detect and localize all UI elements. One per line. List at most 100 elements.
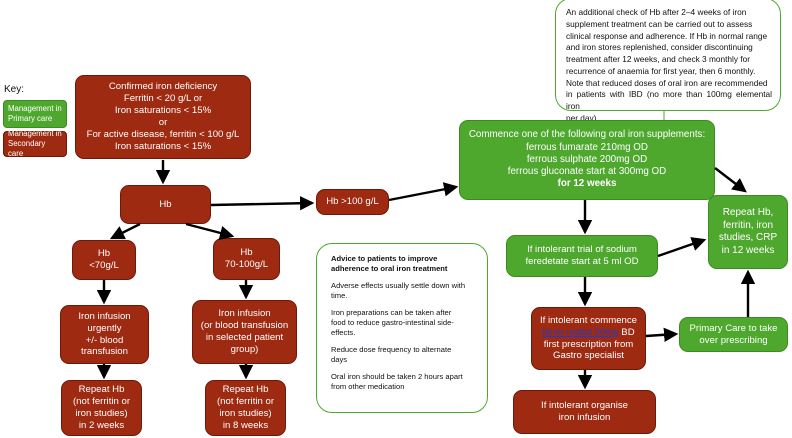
hb-mid-line: 70-100g/L xyxy=(224,259,269,270)
selected-line: in selected patient xyxy=(205,332,284,343)
takeover-line: over prescribing xyxy=(699,334,768,346)
commence-line: ferrous fumarate 210mg OD xyxy=(526,141,648,153)
organise-line: iron infusion xyxy=(558,412,611,423)
primary-care-takeover-box: Primary Care to take over prescribing xyxy=(679,317,788,352)
confirmed-line: Confirmed iron deficiency xyxy=(108,81,218,93)
selected-line: (or blood transfusion xyxy=(200,320,289,332)
commence-duration: for 12 weeks xyxy=(557,178,617,190)
urgent-line: urgently xyxy=(87,322,122,334)
patient-advice-note: Advice to patients to improve adherence … xyxy=(316,243,488,413)
advice-item: days xyxy=(331,355,348,365)
ferric-line: ferric maltol 30mg BD xyxy=(542,327,634,339)
repeat2-line: Repeat Hb xyxy=(78,384,125,396)
repeat-full-line: ferritin, iron xyxy=(722,219,773,231)
repeat8-line: Repeat Hb xyxy=(222,384,269,396)
key-primary-line: Primary care xyxy=(8,114,53,123)
ferric-line: first prescription from xyxy=(543,338,634,350)
advice-item: time. xyxy=(331,291,348,301)
repeat-full-line: Repeat Hb, xyxy=(722,207,774,218)
note-line: An additional check of Hb after 2–4 week… xyxy=(566,7,747,17)
advice-title: Advice to patients to improve xyxy=(331,254,438,263)
confirmed-line: Ferritin < 20 g/L or xyxy=(123,93,203,105)
note-line: per day). xyxy=(566,113,599,124)
key-secondary-line: Secondary care xyxy=(8,138,46,159)
commence-line: ferrous gluconate start at 300mg OD xyxy=(507,166,667,178)
repeat2-line: iron studies) xyxy=(75,408,128,419)
repeat2-line: in 2 weeks xyxy=(78,419,125,431)
urgent-line: transfusion xyxy=(81,346,128,358)
note-line: treatment after 12 weeks, and check 3 mo… xyxy=(566,54,751,65)
hb-over-100-box: Hb >100 g/L xyxy=(316,189,389,215)
ferric-dose-suffix: BD xyxy=(618,326,635,338)
arrow-hb-to-hb-mid xyxy=(185,222,235,240)
repeat-full-line: studies, CRP xyxy=(718,232,778,243)
urgent-line: +/- blood xyxy=(85,334,124,346)
key-secondary-line: Management in xyxy=(8,128,62,138)
feredetate-line: feredetate start at 5 ml OD xyxy=(525,256,639,267)
arrow-feredetate-to-repeat-full xyxy=(657,237,707,258)
note-line: supplement treatment can be carried out … xyxy=(566,18,753,29)
repeat8-line: in 8 weeks xyxy=(222,419,269,431)
commence-line: ferrous sulphate 200mg OD xyxy=(526,153,648,165)
commence-oral-iron-box: Commence one of the following oral iron … xyxy=(459,120,715,200)
note-line: and iron stores replenished, consider di… xyxy=(566,42,753,53)
advice-title: adherence to oral iron treatment xyxy=(331,264,448,274)
note-line: Note that reduced doses of oral iron are… xyxy=(566,77,768,88)
advice-item: Iron preparations can be taken after xyxy=(331,308,452,318)
advice-item: from other medication xyxy=(331,382,405,392)
organise-iron-infusion-box: If intolerant organise iron infusion xyxy=(513,390,656,434)
note-line: clinical response and adherence. If Hb i… xyxy=(566,30,768,41)
note-line: recurrence of anaemia for first year, th… xyxy=(566,65,756,76)
monitoring-note: An additional check of Hb after 2–4 week… xyxy=(555,0,781,123)
confirmed-line: or xyxy=(158,117,168,128)
arrow-ferric-to-takeover xyxy=(645,327,679,342)
confirmed-line: For active disease, ferritin < 100 g/L xyxy=(86,128,240,140)
repeat-hb-full-box: Repeat Hb, ferritin, iron studies, CRP i… xyxy=(708,195,788,269)
advice-item: Adverse effects usually settle down with xyxy=(331,281,466,291)
ferric-maltol-link[interactable]: ferric maltol 30mg xyxy=(542,326,619,338)
key-title: Key: xyxy=(4,84,25,95)
repeat2-line: (not ferritin or xyxy=(72,396,131,408)
confirmed-line: Iron saturations < 15% xyxy=(114,140,212,152)
arrow-hb-to-hb-low xyxy=(109,222,141,240)
key-primary-line: Management in xyxy=(8,103,62,113)
arrow-commence-to-repeat-full xyxy=(714,167,747,193)
repeat-full-line: in 12 weeks xyxy=(721,244,775,256)
advice-item: Oral iron should be taken 2 hours apart xyxy=(331,372,463,382)
hb-label: Hb xyxy=(159,198,172,210)
takeover-line: Primary Care to take xyxy=(689,322,778,334)
urgent-line: Iron infusion xyxy=(78,310,131,322)
key-secondary-care: Management in Secondary care xyxy=(3,128,67,159)
selected-line: Iron infusion xyxy=(218,308,271,320)
repeat8-line: (not ferritin or xyxy=(216,396,275,408)
repeat8-line: iron studies) xyxy=(219,408,272,419)
hb-70-100-box: Hb 70-100g/L xyxy=(213,238,280,280)
confirmed-line: Iron saturations < 15% xyxy=(114,105,212,117)
hb-box: Hb xyxy=(120,185,211,224)
arrow-hb-over-100-to-commence xyxy=(388,182,459,202)
ferric-line: Gastro specialist xyxy=(553,350,624,362)
hb-low-line: <70g/L xyxy=(89,260,119,271)
advice-item: effects. xyxy=(331,328,356,338)
advice-item: Reduce dose frequency to alternate xyxy=(331,345,452,355)
advice-item: food to reduce gastro-intestinal side- xyxy=(331,318,454,328)
note-line: in patients with IBD (no more than 100mg… xyxy=(566,89,772,112)
hb-over-100-label: Hb >100 g/L xyxy=(326,196,379,207)
arrow-hb-to-hb-over-100 xyxy=(210,196,315,211)
ferric-maltol-box: If intolerant commence ferric maltol 30m… xyxy=(531,307,646,370)
feredetate-line: If intolerant trial of sodium xyxy=(527,244,637,256)
hb-mid-line: Hb xyxy=(240,247,253,259)
hb-low-line: Hb xyxy=(97,248,111,260)
repeat-hb-2-weeks-box: Repeat Hb (not ferritin or iron studies)… xyxy=(61,380,142,436)
commence-line: Commence one of the following oral iron … xyxy=(468,129,706,141)
key-primary-care: Management in Primary care xyxy=(3,100,67,128)
repeat-hb-8-weeks-box: Repeat Hb (not ferritin or iron studies)… xyxy=(205,380,286,436)
organise-line: If intolerant organise xyxy=(541,400,628,412)
hb-under-70-box: Hb <70g/L xyxy=(72,240,136,280)
ferric-line: If intolerant commence xyxy=(539,314,638,326)
sodium-feredetate-box: If intolerant trial of sodium feredetate… xyxy=(506,235,658,277)
confirmed-iron-deficiency-box: Confirmed iron deficiency Ferritin < 20 … xyxy=(75,75,251,159)
iron-infusion-urgent-box: Iron infusion urgently +/- blood transfu… xyxy=(60,305,149,364)
selected-line: group) xyxy=(230,343,259,355)
